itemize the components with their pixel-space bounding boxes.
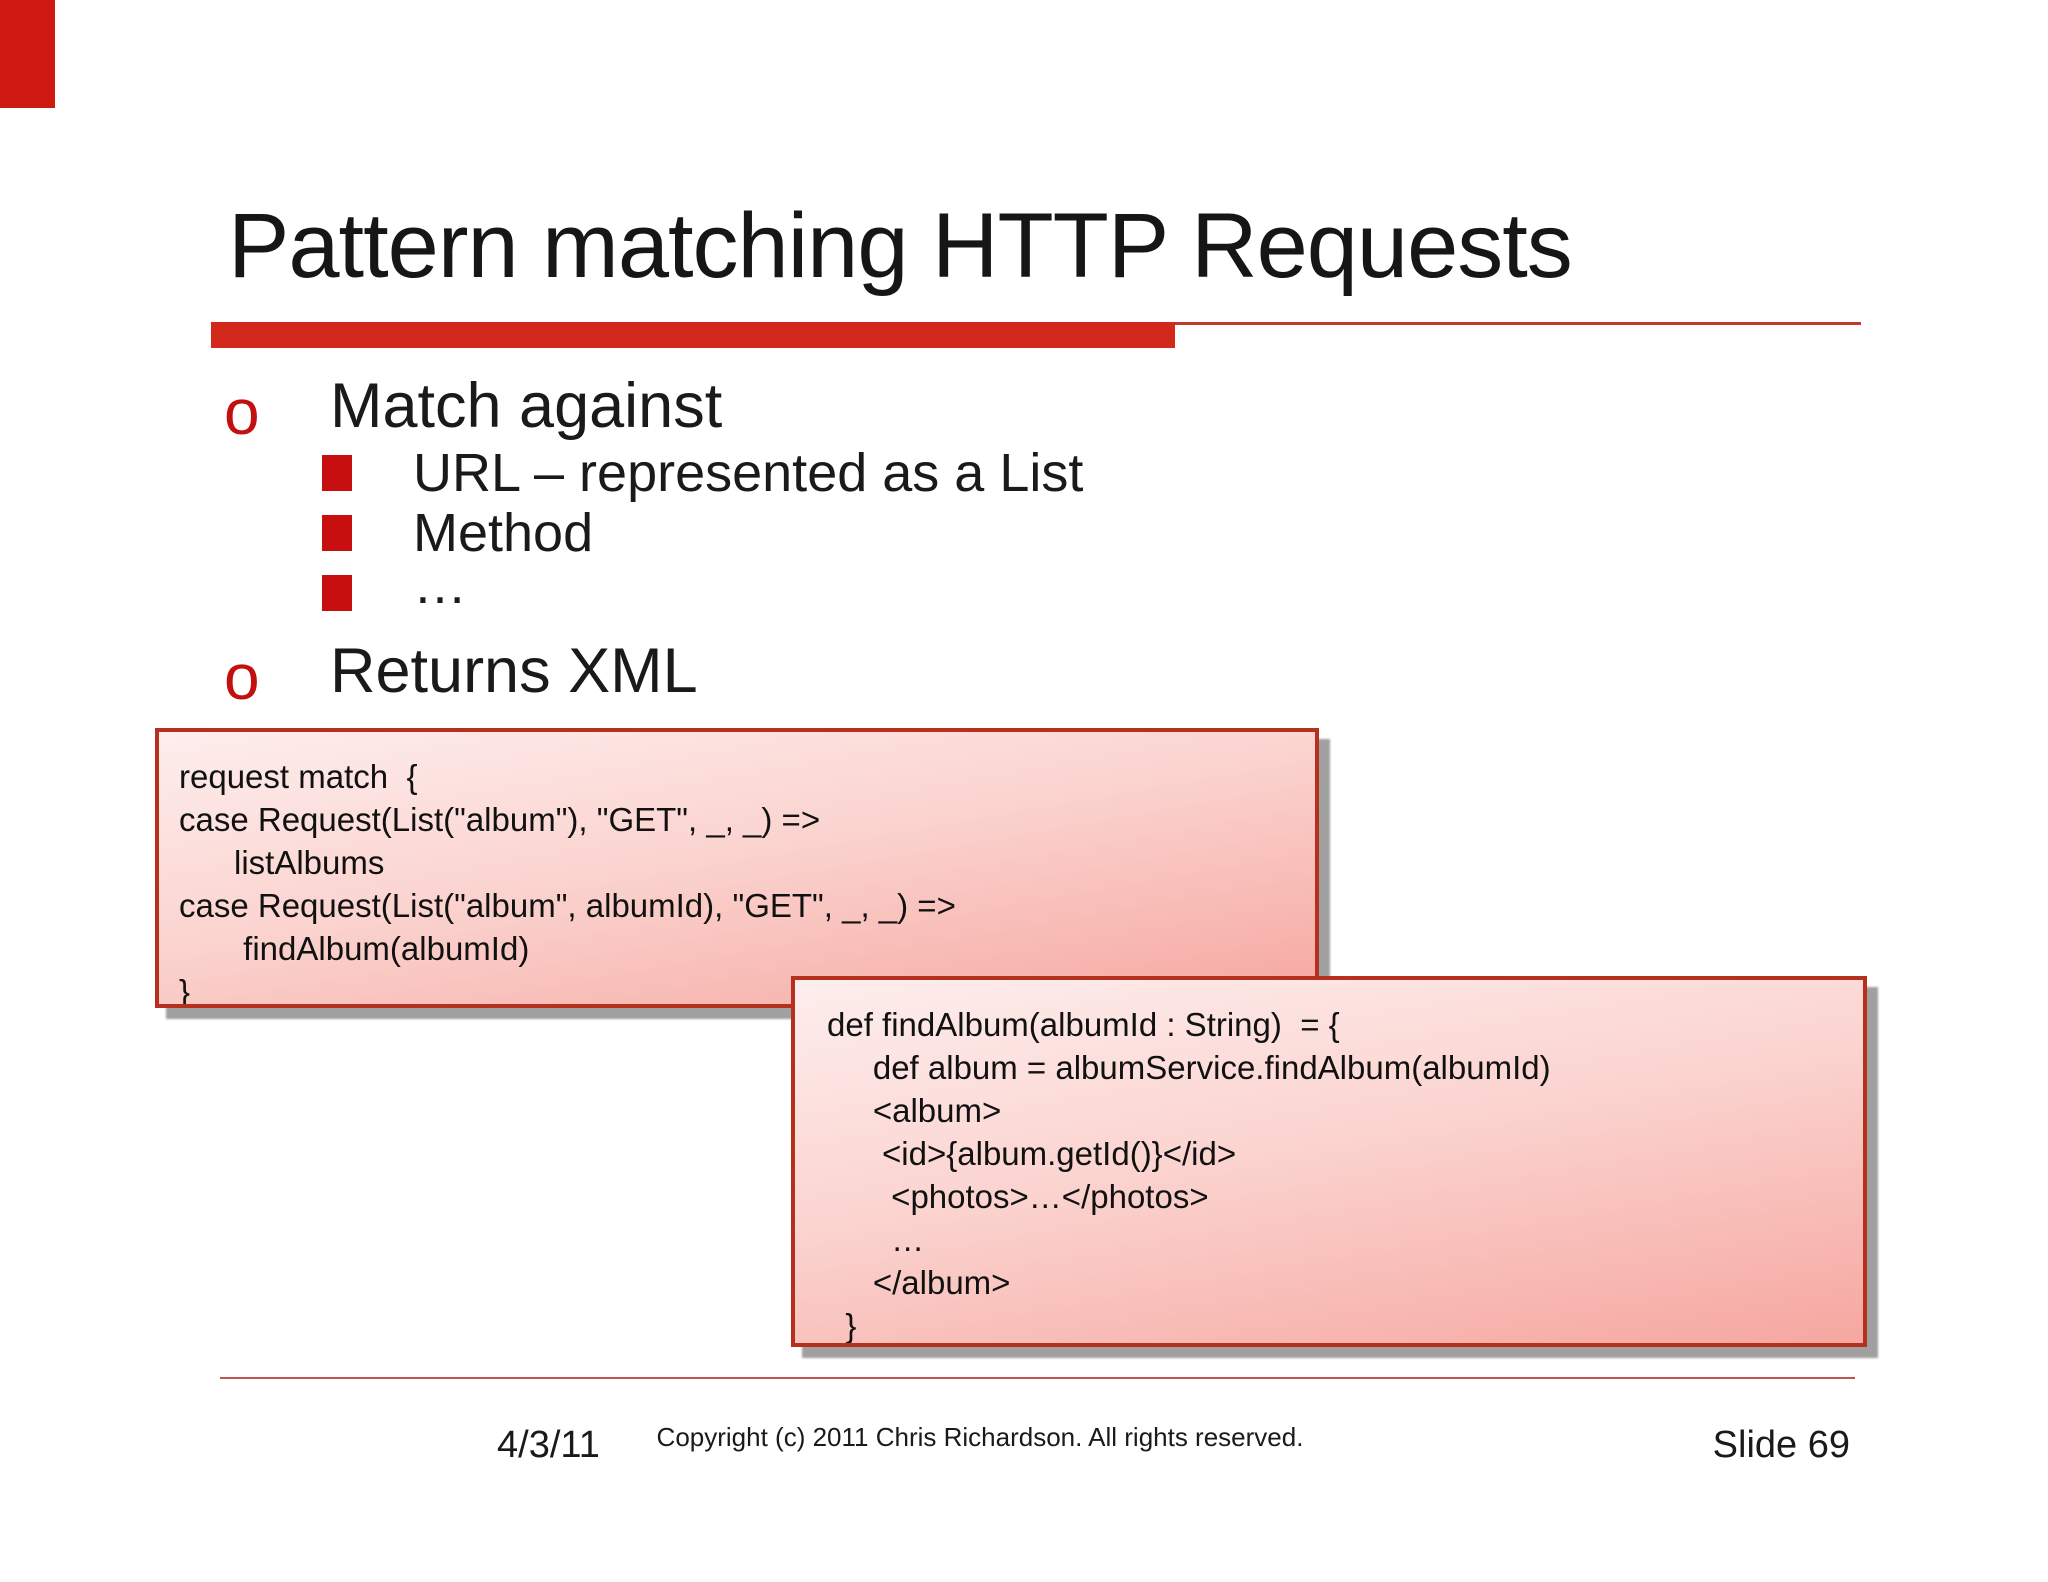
bullet-square-icon [322, 455, 352, 491]
code-line: … [827, 1221, 925, 1258]
code-line: findAlbum(albumId) [179, 930, 530, 967]
footer-divider-line [220, 1377, 1855, 1379]
footer-date: 4/3/11 [497, 1424, 600, 1466]
code-line: </album> [827, 1264, 1011, 1301]
code-line: <photos>…</photos> [827, 1178, 1209, 1215]
bullet-circle-marker: o [224, 376, 260, 448]
bullet-square-icon [322, 515, 352, 551]
bullet-square-icon [322, 575, 352, 611]
code-line: case Request(List("album", albumId), "GE… [179, 887, 956, 924]
code-line: <album> [827, 1092, 1002, 1129]
title-underline-bar [211, 322, 1175, 348]
bullet-item-match-against: Match against [330, 371, 723, 441]
bullet-circle-marker: o [224, 641, 260, 713]
slide-title: Pattern matching HTTP Requests [228, 195, 1573, 297]
footer-copyright: Copyright (c) 2011 Chris Richardson. All… [656, 1422, 1304, 1452]
corner-red-mark [0, 0, 55, 108]
code-line: listAlbums [179, 844, 385, 881]
code-panel-find-album: def findAlbum(albumId : String) = { def … [791, 976, 1867, 1347]
code-line: <id>{album.getId()}</id> [827, 1135, 1237, 1172]
code-panel-request-match: request match { case Request(List("album… [155, 728, 1319, 1008]
bullet-item-returns-xml: Returns XML [330, 636, 698, 706]
code-line: def findAlbum(albumId : String) = { [827, 1006, 1340, 1043]
code-line: } [827, 1307, 857, 1344]
code-line: def album = albumService.findAlbum(album… [827, 1049, 1551, 1086]
bullet-item-method: Method [413, 503, 594, 563]
code-line: } [179, 973, 191, 1008]
code-line: request match { [179, 758, 418, 795]
bullet-item-ellipsis: … [413, 555, 467, 615]
bullet-item-url: URL – represented as a List [413, 443, 1084, 503]
footer-slide-number: Slide 69 [1712, 1424, 1850, 1466]
code-line: case Request(List("album"), "GET", _, _)… [179, 801, 821, 838]
